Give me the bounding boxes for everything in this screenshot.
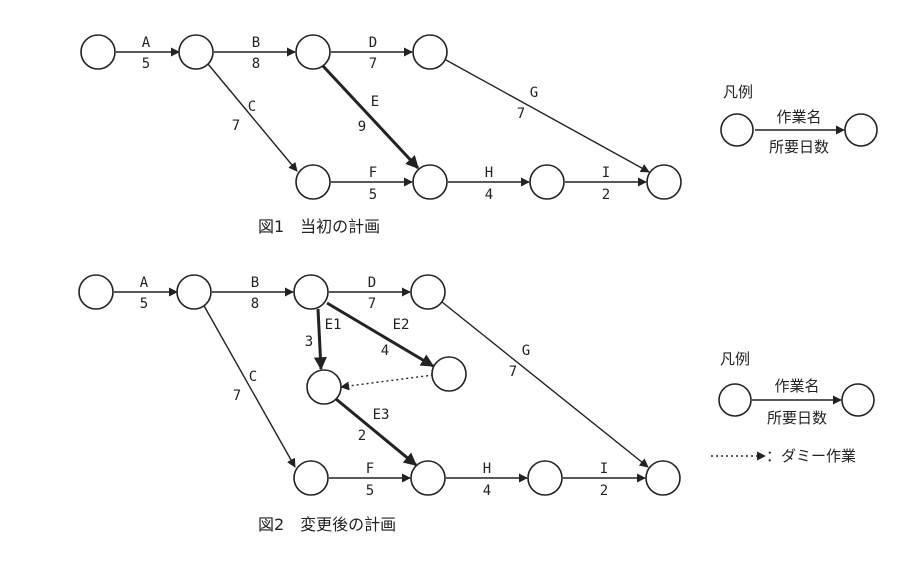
fig1-node-8 — [646, 164, 682, 200]
fig2-activity-E1-name: E1 — [325, 317, 342, 333]
fig2-activity-D-name: D — [368, 275, 376, 291]
fig2-activity-H-days: 4 — [483, 483, 491, 499]
fig1-node-7 — [529, 164, 565, 200]
fig2-legend: 凡例 作業名 所要日数 ：ダミー作業 — [711, 350, 875, 465]
fig1-legend-name-label: 作業名 — [776, 108, 821, 126]
fig2-activity-C-name: C — [249, 369, 257, 385]
fig2-node-1 — [78, 274, 114, 310]
fig1-activity-C-name: C — [248, 99, 256, 115]
fig2-edge-E3 — [335, 397, 418, 467]
fig2-activity-F-name: F — [366, 461, 374, 477]
fig2-node-3 — [293, 274, 329, 310]
fig2-legend-node-end — [841, 383, 875, 417]
fig2-activity-B-name: B — [251, 275, 259, 291]
fig2-edge-E1 — [313, 308, 327, 371]
fig1-activity-D-days: 7 — [369, 56, 377, 72]
fig2-activity-I-name: I — [600, 461, 608, 477]
fig1-activity-D-name: D — [369, 35, 377, 51]
fig1-activity-E-name: E — [371, 94, 379, 110]
fig2-activity-E2-name: E2 — [393, 317, 410, 333]
fig1-activity-F-name: F — [369, 165, 377, 181]
fig2-node-10 — [645, 460, 681, 496]
fig2-caption: 図2 変更後の計画 — [258, 515, 396, 534]
fig2-activity-F-days: 5 — [366, 483, 374, 499]
fig2-edge-dummy — [340, 374, 434, 391]
fig1-activity-H-name: H — [485, 165, 493, 181]
fig1-activity-A-name: A — [142, 35, 151, 51]
figure2-diagram: A 5 B 8 C 7 D 7 E1 3 E2 4 E3 2 F 5 G 7 H… — [78, 274, 681, 534]
figure1-diagram: A 5 B 8 C 7 D 7 E 9 F 5 G 7 H 4 I 2 図1 当… — [80, 34, 682, 236]
fig1-activity-F-days: 5 — [369, 187, 377, 203]
fig1-activity-C-days: 7 — [232, 118, 240, 134]
fig2-node-7 — [293, 460, 329, 496]
fig1-node-5 — [295, 164, 331, 200]
fig2-activity-E1-days: 3 — [305, 334, 313, 350]
fig1-activity-B-days: 8 — [252, 56, 260, 72]
fig1-activity-E-days: 9 — [358, 119, 366, 135]
fig2-activity-C-days: 7 — [233, 388, 241, 404]
fig2-activity-H-name: H — [483, 461, 491, 477]
fig2-node-4 — [410, 274, 446, 310]
fig1-legend-days-label: 所要日数 — [769, 138, 829, 156]
fig2-activity-E2-days: 4 — [381, 343, 389, 359]
fig2-activity-I-days: 2 — [600, 483, 608, 499]
fig2-node-8 — [410, 460, 446, 496]
fig2-activity-B-days: 8 — [251, 296, 259, 312]
fig2-edge-G — [441, 301, 649, 468]
fig1-edge-E — [321, 64, 420, 170]
fig1-caption: 図1 当初の計画 — [258, 217, 380, 236]
fig1-node-6 — [412, 164, 448, 200]
fig1-node-1 — [80, 34, 116, 70]
fig1-activity-I-name: I — [602, 165, 610, 181]
fig1-edge-C — [207, 63, 298, 172]
fig2-legend-name-label: 作業名 — [774, 377, 819, 395]
fig2-edge-E2 — [326, 301, 435, 368]
fig2-activity-A-name: A — [140, 275, 149, 291]
fig1-legend-title: 凡例 — [723, 83, 753, 101]
fig1-activity-G-name: G — [530, 85, 538, 101]
fig2-activity-E3-name: E3 — [373, 407, 390, 423]
fig1-legend: 凡例 作業名 所要日数 — [720, 83, 878, 156]
fig2-node-2 — [176, 274, 212, 310]
fig2-edge-C — [202, 303, 296, 468]
fig1-legend-node-start — [720, 113, 754, 147]
fig2-node-6 — [431, 356, 467, 392]
fig1-activity-I-days: 2 — [602, 187, 610, 203]
fig1-node-4 — [412, 34, 448, 70]
fig2-activity-G-days: 7 — [509, 364, 517, 380]
fig2-legend-node-start — [718, 383, 752, 417]
fig1-activity-G-days: 7 — [517, 106, 525, 122]
fig1-edge-G — [445, 59, 650, 173]
fig1-node-2 — [178, 34, 214, 70]
fig2-legend-dummy-label: ：ダミー作業 — [766, 447, 856, 465]
fig2-activity-G-name: G — [522, 343, 530, 359]
fig2-legend-days-label: 所要日数 — [767, 409, 827, 427]
fig2-legend-title: 凡例 — [720, 350, 750, 368]
fig2-node-5 — [306, 369, 342, 405]
fig1-activity-H-days: 4 — [485, 187, 493, 203]
fig2-activity-E3-days: 2 — [358, 428, 366, 444]
fig2-activity-A-days: 5 — [140, 296, 148, 312]
fig1-activity-A-days: 5 — [142, 56, 150, 72]
fig2-node-9 — [527, 460, 563, 496]
fig2-activity-D-days: 7 — [368, 296, 376, 312]
fig1-node-3 — [295, 34, 331, 70]
fig1-activity-B-name: B — [252, 35, 260, 51]
fig1-legend-node-end — [844, 113, 878, 147]
